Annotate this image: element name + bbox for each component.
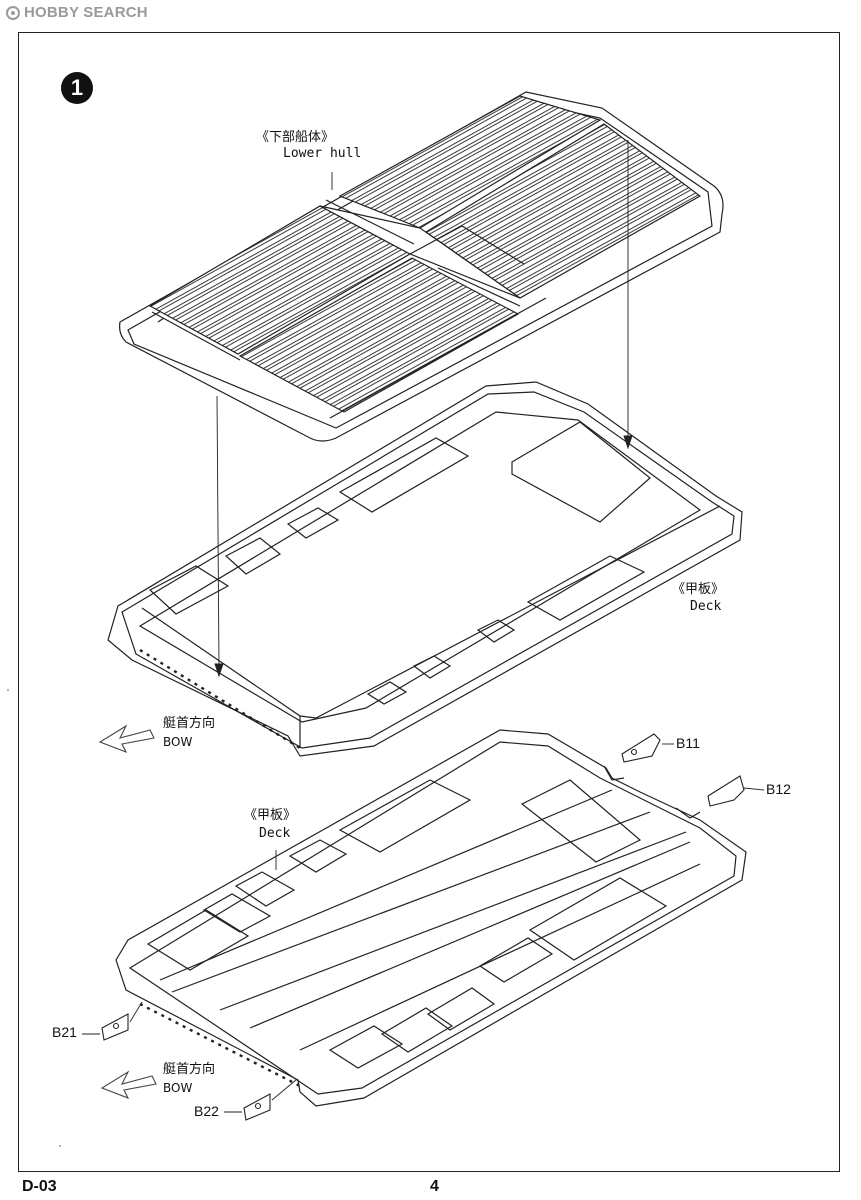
bow-arrow-top-icon [98, 724, 155, 754]
assembly-arrows-top [214, 140, 633, 678]
bow-top-label-jp: 艇首方向 [163, 716, 216, 731]
small-parts [101, 733, 745, 1121]
lower-hull-label-en: Lower hull [283, 146, 362, 161]
part-label-b12: B12 [766, 781, 791, 797]
part-label-b21: B21 [52, 1024, 77, 1040]
leader-lines [82, 743, 765, 1113]
bow-bottom-label-jp: 艇首方向 [163, 1062, 216, 1077]
bow-bottom-label-en: BOW [163, 1081, 193, 1095]
page-specks [7, 689, 61, 1147]
lower-hull-label-jp: 《下部船体》 [256, 130, 335, 145]
watermark-text: HOBBY SEARCH [24, 4, 148, 21]
hobbysearch-logo-icon [6, 5, 20, 20]
page-number: 4 [430, 1178, 439, 1195]
bow-top-label-en: BOW [163, 735, 193, 749]
lower-hull-part [119, 91, 724, 442]
deck-bottom-label-jp: 《甲板》 [244, 808, 297, 823]
deck-part-top [107, 381, 743, 757]
part-label-b22: B22 [194, 1103, 219, 1119]
document-code: D-03 [22, 1178, 57, 1195]
deck-bottom-label-en: Deck [259, 826, 291, 841]
bow-arrow-bottom-icon [100, 1070, 157, 1100]
deck-part-bottom [115, 729, 747, 1107]
page-frame [18, 32, 840, 1172]
step-number-badge: 1 [61, 72, 93, 104]
deck-top-label-jp: 《甲板》 [672, 582, 725, 597]
deck-top-label-en: Deck [690, 599, 722, 614]
part-label-b11: B11 [676, 735, 700, 751]
watermark: HOBBY SEARCH [6, 4, 148, 21]
